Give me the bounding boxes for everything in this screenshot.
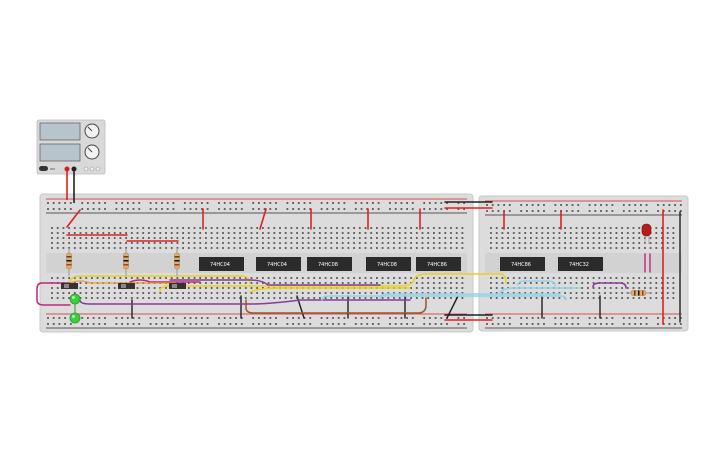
psu-negative-terminal[interactable] (71, 166, 77, 172)
wire-orange[interactable] (69, 280, 176, 284)
wire-lightblue[interactable] (499, 287, 581, 293)
wire-purple[interactable] (592, 282, 627, 289)
resistor[interactable] (66, 248, 72, 276)
chip-label: 74HC08 (377, 262, 397, 268)
resistor[interactable] (626, 290, 652, 296)
power-supply[interactable]: ON (36, 119, 106, 175)
chip-label: 74HC04 (267, 262, 287, 268)
chip-74hc86-a[interactable]: 74HC86 (416, 257, 461, 271)
psu-power-switch[interactable] (39, 166, 48, 171)
switches (61, 283, 186, 289)
chip-74hc08-a[interactable]: 74HC08 (307, 257, 352, 271)
wire-lightblue[interactable] (321, 295, 567, 301)
wire-lightblue[interactable] (379, 293, 561, 299)
chip-label: 74HC08 (318, 262, 338, 268)
psu-current-display (39, 143, 81, 162)
psu-positive-terminal[interactable] (64, 166, 70, 172)
wire-purple[interactable] (79, 299, 411, 305)
wire-black[interactable] (446, 295, 459, 319)
chip-74hc08-b[interactable]: 74HC08 (366, 257, 411, 271)
green-led-b[interactable] (69, 312, 81, 324)
wire-purple[interactable] (169, 279, 381, 286)
slide-switch[interactable] (169, 283, 186, 289)
slide-switch[interactable] (118, 283, 135, 289)
wire-magenta[interactable] (36, 282, 71, 306)
power-rails (46, 198, 682, 329)
wire-yellow[interactable] (249, 287, 411, 293)
psu-voltage-display (39, 122, 81, 141)
wire-magenta[interactable] (644, 253, 651, 273)
ic-chips: 74HC04 74HC04 74HC08 74HC08 74HC86 74HC8… (199, 257, 603, 271)
chip-label: 74HC04 (210, 262, 230, 268)
wire-yellow[interactable] (159, 273, 507, 292)
resistors (66, 248, 652, 296)
wire-magenta[interactable] (129, 279, 201, 283)
psu-switch-label: ON (50, 167, 55, 171)
wire-red[interactable] (66, 209, 81, 228)
slide-switch[interactable] (61, 283, 78, 289)
chip-label: 74HC86 (427, 262, 447, 268)
chip-74hc32[interactable]: 74HC32 (558, 257, 603, 271)
resistor[interactable] (174, 248, 180, 276)
chip-74hc86-b[interactable]: 74HC86 (500, 257, 545, 271)
chip-74hc04-a[interactable]: 74HC04 (199, 257, 244, 271)
wire-lightblue[interactable] (517, 280, 556, 287)
resistor[interactable] (123, 248, 129, 276)
chip-74hc04-b[interactable]: 74HC04 (256, 257, 301, 271)
wire-brown[interactable] (245, 297, 427, 314)
wire-red[interactable] (259, 208, 267, 230)
red-led[interactable] (641, 223, 652, 244)
green-led-a[interactable] (69, 293, 81, 305)
chip-label: 74HC32 (569, 262, 589, 268)
chip-label: 74HC86 (511, 262, 531, 268)
wires (36, 201, 681, 325)
